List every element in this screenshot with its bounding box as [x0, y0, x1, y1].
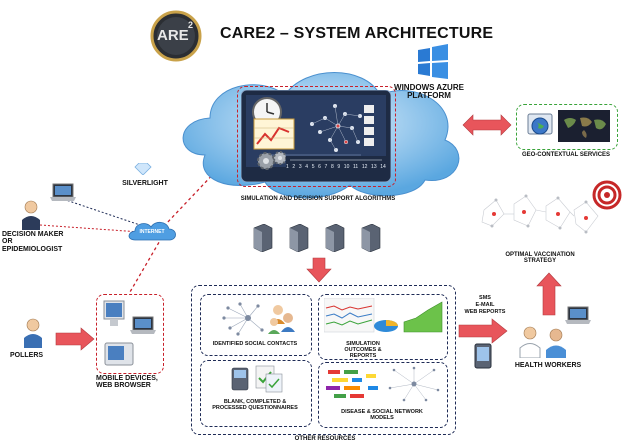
diamond-icon	[134, 163, 152, 175]
chart-icon	[253, 118, 295, 150]
decision-maker-label: DECISION MAKER OR EPIDEMIOLOGIST	[2, 231, 64, 253]
other-resources-label: OTHER RESOURCES	[294, 436, 356, 442]
axis-number: 13	[371, 164, 377, 170]
social-network-icon	[222, 302, 295, 336]
logo-emblem-icon	[150, 10, 202, 62]
pda-icon	[474, 343, 492, 369]
monitor-icon	[103, 300, 125, 326]
disease-models-label: DISEASE & SOCIAL NETWORK MODELS	[341, 409, 423, 421]
server-icon	[325, 224, 345, 252]
server-icon	[361, 224, 381, 252]
server-icon	[289, 224, 309, 252]
internet-label: INTERNET	[139, 229, 165, 235]
care2-logo: ARE 2	[150, 10, 202, 62]
questionnaire-icon	[231, 365, 283, 393]
mobile-devices-label: MOBILE DEVICES, WEB BROWSER	[96, 375, 158, 390]
person-icon	[24, 318, 42, 348]
axis-number: 7	[324, 164, 328, 170]
logo-superscript: 2	[188, 20, 194, 30]
server-icon	[253, 224, 273, 252]
server-group	[252, 224, 392, 254]
silverlight-label: SILVERLIGHT	[122, 180, 168, 187]
windows-logo-icon	[418, 44, 448, 79]
vaccination-label: OPTIMAL VACCINATION STRATEGY	[505, 252, 575, 265]
azure-label: WINDOWS AZURE PLATFORM	[394, 83, 464, 101]
laptop-icon	[130, 316, 156, 334]
network-graph-icon	[310, 104, 362, 152]
axis-number: 12	[361, 164, 368, 170]
sim-outcomes-label: SIMULATION OUTCOMES & REPORTS	[344, 341, 382, 359]
questionnaires-label: BLANK, COMPLETED & PROCESSED QUESTIONNAI…	[212, 399, 298, 411]
down-arrow	[306, 257, 332, 283]
axis-number: 10	[343, 164, 350, 170]
page-title: CARE2 – SYSTEM ARCHITECTURE	[220, 25, 494, 42]
sim-controls	[364, 105, 376, 150]
geo-services-panel	[516, 104, 618, 150]
timeline-numbers: 1 2 3 4 5 6 7 8 9 10 11 12 13 14	[286, 164, 386, 174]
social-contacts-label: IDENTIFIED SOCIAL CONTACTS	[212, 341, 298, 347]
sms-label: SMS	[479, 295, 491, 301]
social-contacts-panel	[200, 294, 312, 356]
timeline-axis	[286, 156, 386, 176]
pda-icon	[104, 342, 134, 366]
axis-number: 8	[330, 164, 334, 170]
right-arrow	[55, 327, 95, 351]
axis-number: 1	[286, 164, 289, 170]
globe-icon	[527, 113, 553, 135]
world-map-icon	[558, 110, 610, 142]
vaccination-network-icon	[481, 194, 599, 234]
axis-number: 5	[311, 164, 315, 170]
cloud-icon	[128, 221, 176, 241]
health-workers-label: HEALTH WORKERS	[514, 362, 582, 369]
axis-number: 14	[380, 164, 386, 170]
bidirectional-arrow	[462, 114, 512, 136]
logo-text: ARE	[157, 27, 189, 44]
axis-number: 2	[292, 164, 296, 170]
simulation-panel	[237, 86, 396, 187]
email-label: E-MAIL	[475, 302, 495, 308]
right-arrow	[458, 318, 508, 344]
laptop-icon	[565, 306, 591, 324]
outcomes-chart-icon	[324, 298, 443, 333]
geo-services-label: GEO-CONTEXTUAL SERVICES	[521, 152, 611, 158]
axis-number: 9	[337, 164, 341, 170]
axis-number: 6	[318, 164, 321, 170]
axis-number: 3	[298, 164, 302, 170]
web-reports-label: WEB REPORTS	[464, 309, 506, 315]
other-resources-panel	[191, 285, 456, 435]
disease-models-icon	[326, 366, 440, 402]
pollers-label: POLLERS	[10, 352, 44, 359]
gears-icon	[257, 151, 287, 170]
simulation-label: SIMULATION AND DECISION SUPPORT ALGORITH…	[240, 196, 396, 202]
up-arrow	[536, 272, 562, 316]
mobile-devices-panel	[96, 294, 164, 374]
axis-number: 11	[353, 164, 359, 170]
questionnaires-panel	[200, 360, 312, 427]
target-icon	[592, 180, 622, 210]
axis-number: 4	[305, 164, 309, 170]
disease-models-panel	[318, 362, 448, 428]
laptop-icon	[50, 183, 76, 201]
health-workers-icon	[519, 326, 566, 358]
sim-outcomes-panel	[318, 294, 448, 360]
person-icon	[22, 200, 40, 230]
